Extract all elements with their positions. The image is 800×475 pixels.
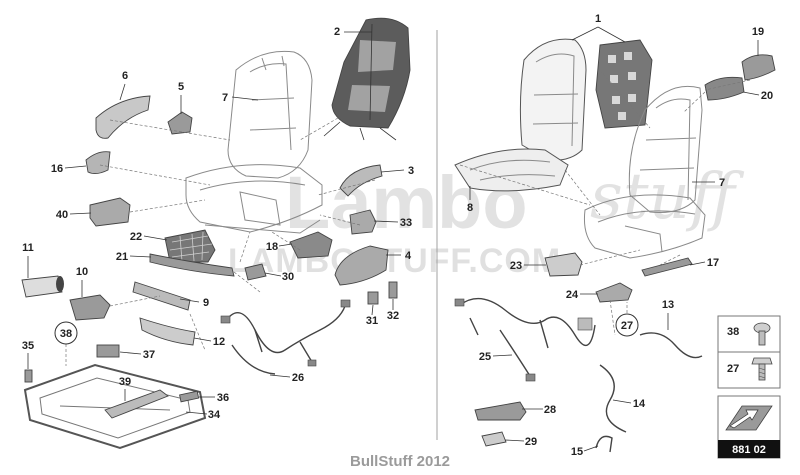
part-18-bracket [289,231,333,259]
part-11-motor [21,275,64,298]
part-33-switch [349,209,377,235]
callout-28: 28 [544,404,556,416]
callout-7-right: 7 [719,177,725,189]
assembly-lines-left [65,117,376,366]
leader-lines [27,26,760,452]
callout-29: 29 [525,436,537,448]
watermark-url: LAMBOSTUFF.COM [228,242,561,280]
callout-38: 38 [60,328,72,340]
part-8-cushion-padding [454,148,569,192]
callout-26: 26 [292,372,304,384]
callout-21: 21 [116,251,128,263]
part-25-wiring-harness [454,297,596,382]
callout-22: 22 [130,231,142,243]
part-15-cable [595,435,613,453]
callout-31: 31 [366,315,378,327]
part-2-backrest-frame [323,17,411,141]
callout-24: 24 [566,289,579,301]
callout-12: 12 [213,336,225,348]
part-37-clamp [96,344,120,358]
part-1-backrest-padding [519,38,653,161]
footer-credit: BullStuff 2012 [350,453,450,470]
part-29-connector [481,431,507,447]
callout-25: 25 [479,351,491,363]
hex-head-screw-icon [751,357,773,381]
part-5-bracket [167,111,193,135]
part-24-bracket [595,282,633,303]
callout-8: 8 [467,202,473,214]
part-13-cable [639,332,703,359]
part-7-seat-left [185,50,323,234]
callout-38-circle [54,321,78,345]
part-39-rail [104,389,169,419]
callout-37: 37 [143,349,155,361]
callout-18: 18 [266,241,278,253]
fastener-legend: 38 27 [717,315,781,389]
callout-33: 33 [400,217,412,229]
diagram-number-box: 881 02 [717,395,781,459]
watermark-logo-script: stuff [590,160,745,234]
part-31-pin [367,291,379,305]
part-3-cover [339,164,383,197]
part-35-screw [24,369,33,383]
callout-16: 16 [51,163,63,175]
callout-32: 32 [387,310,399,322]
part-36-clip [179,390,200,403]
callout-36: 36 [217,392,229,404]
callout-10: 10 [76,266,88,278]
legend-27-label: 27 [727,363,739,375]
callout-34: 34 [208,409,221,421]
part-23-control-module [544,252,583,277]
part-6-side-cover [95,95,151,139]
assembly-lines-right [459,69,751,336]
callout-35: 35 [22,340,34,352]
callout-1: 1 [595,13,601,25]
callout-7-left: 7 [222,92,228,104]
part-32-pin [388,281,398,299]
callout-40: 40 [56,209,68,221]
part-19-cover [741,54,776,81]
legend-38-label: 38 [727,326,739,338]
part-21-bar [149,253,235,277]
callout-14: 14 [633,398,646,410]
round-head-bolt-icon [753,322,771,346]
callout-3: 3 [408,165,414,177]
part-30-clip [244,263,267,281]
callout-30: 30 [282,271,294,283]
view-direction-arrow-icon [725,405,773,431]
callout-15: 15 [571,446,583,458]
part-10-gearbox [69,294,111,321]
callout-2: 2 [334,26,340,38]
left-seat-assembly [21,17,411,450]
part-26-wiring-harness [220,299,351,375]
part-14-cable [599,364,627,433]
part-7-seat-right [584,85,706,259]
callout-39: 39 [119,376,131,388]
part-22-adjuster-mechanism [164,229,216,263]
callout-27: 27 [621,320,633,332]
part-9-rail-cover [132,281,191,311]
part-17-strip [641,257,693,277]
callout-4: 4 [405,250,412,262]
right-seat-assembly [454,38,776,453]
callout-27-circle [615,313,639,337]
callout-23: 23 [510,260,522,272]
callout-9: 9 [203,297,209,309]
part-16-trim [85,151,111,175]
part-4-side-panel [334,245,389,286]
callout-19: 19 [752,26,764,38]
part-40-control-unit [89,197,131,227]
callout-13: 13 [662,299,674,311]
callout-11: 11 [22,242,34,254]
callout-17: 17 [707,257,719,269]
callout-5: 5 [178,81,184,93]
diagram-number: 881 02 [732,444,766,456]
callout-20: 20 [761,90,773,102]
callout-labels: 1 2 3 4 5 6 7 7 8 9 10 11 12 13 14 15 16… [22,13,773,458]
part-28-bracket [474,401,527,421]
part-12-trim-strip [139,317,196,346]
callout-6: 6 [122,70,128,82]
